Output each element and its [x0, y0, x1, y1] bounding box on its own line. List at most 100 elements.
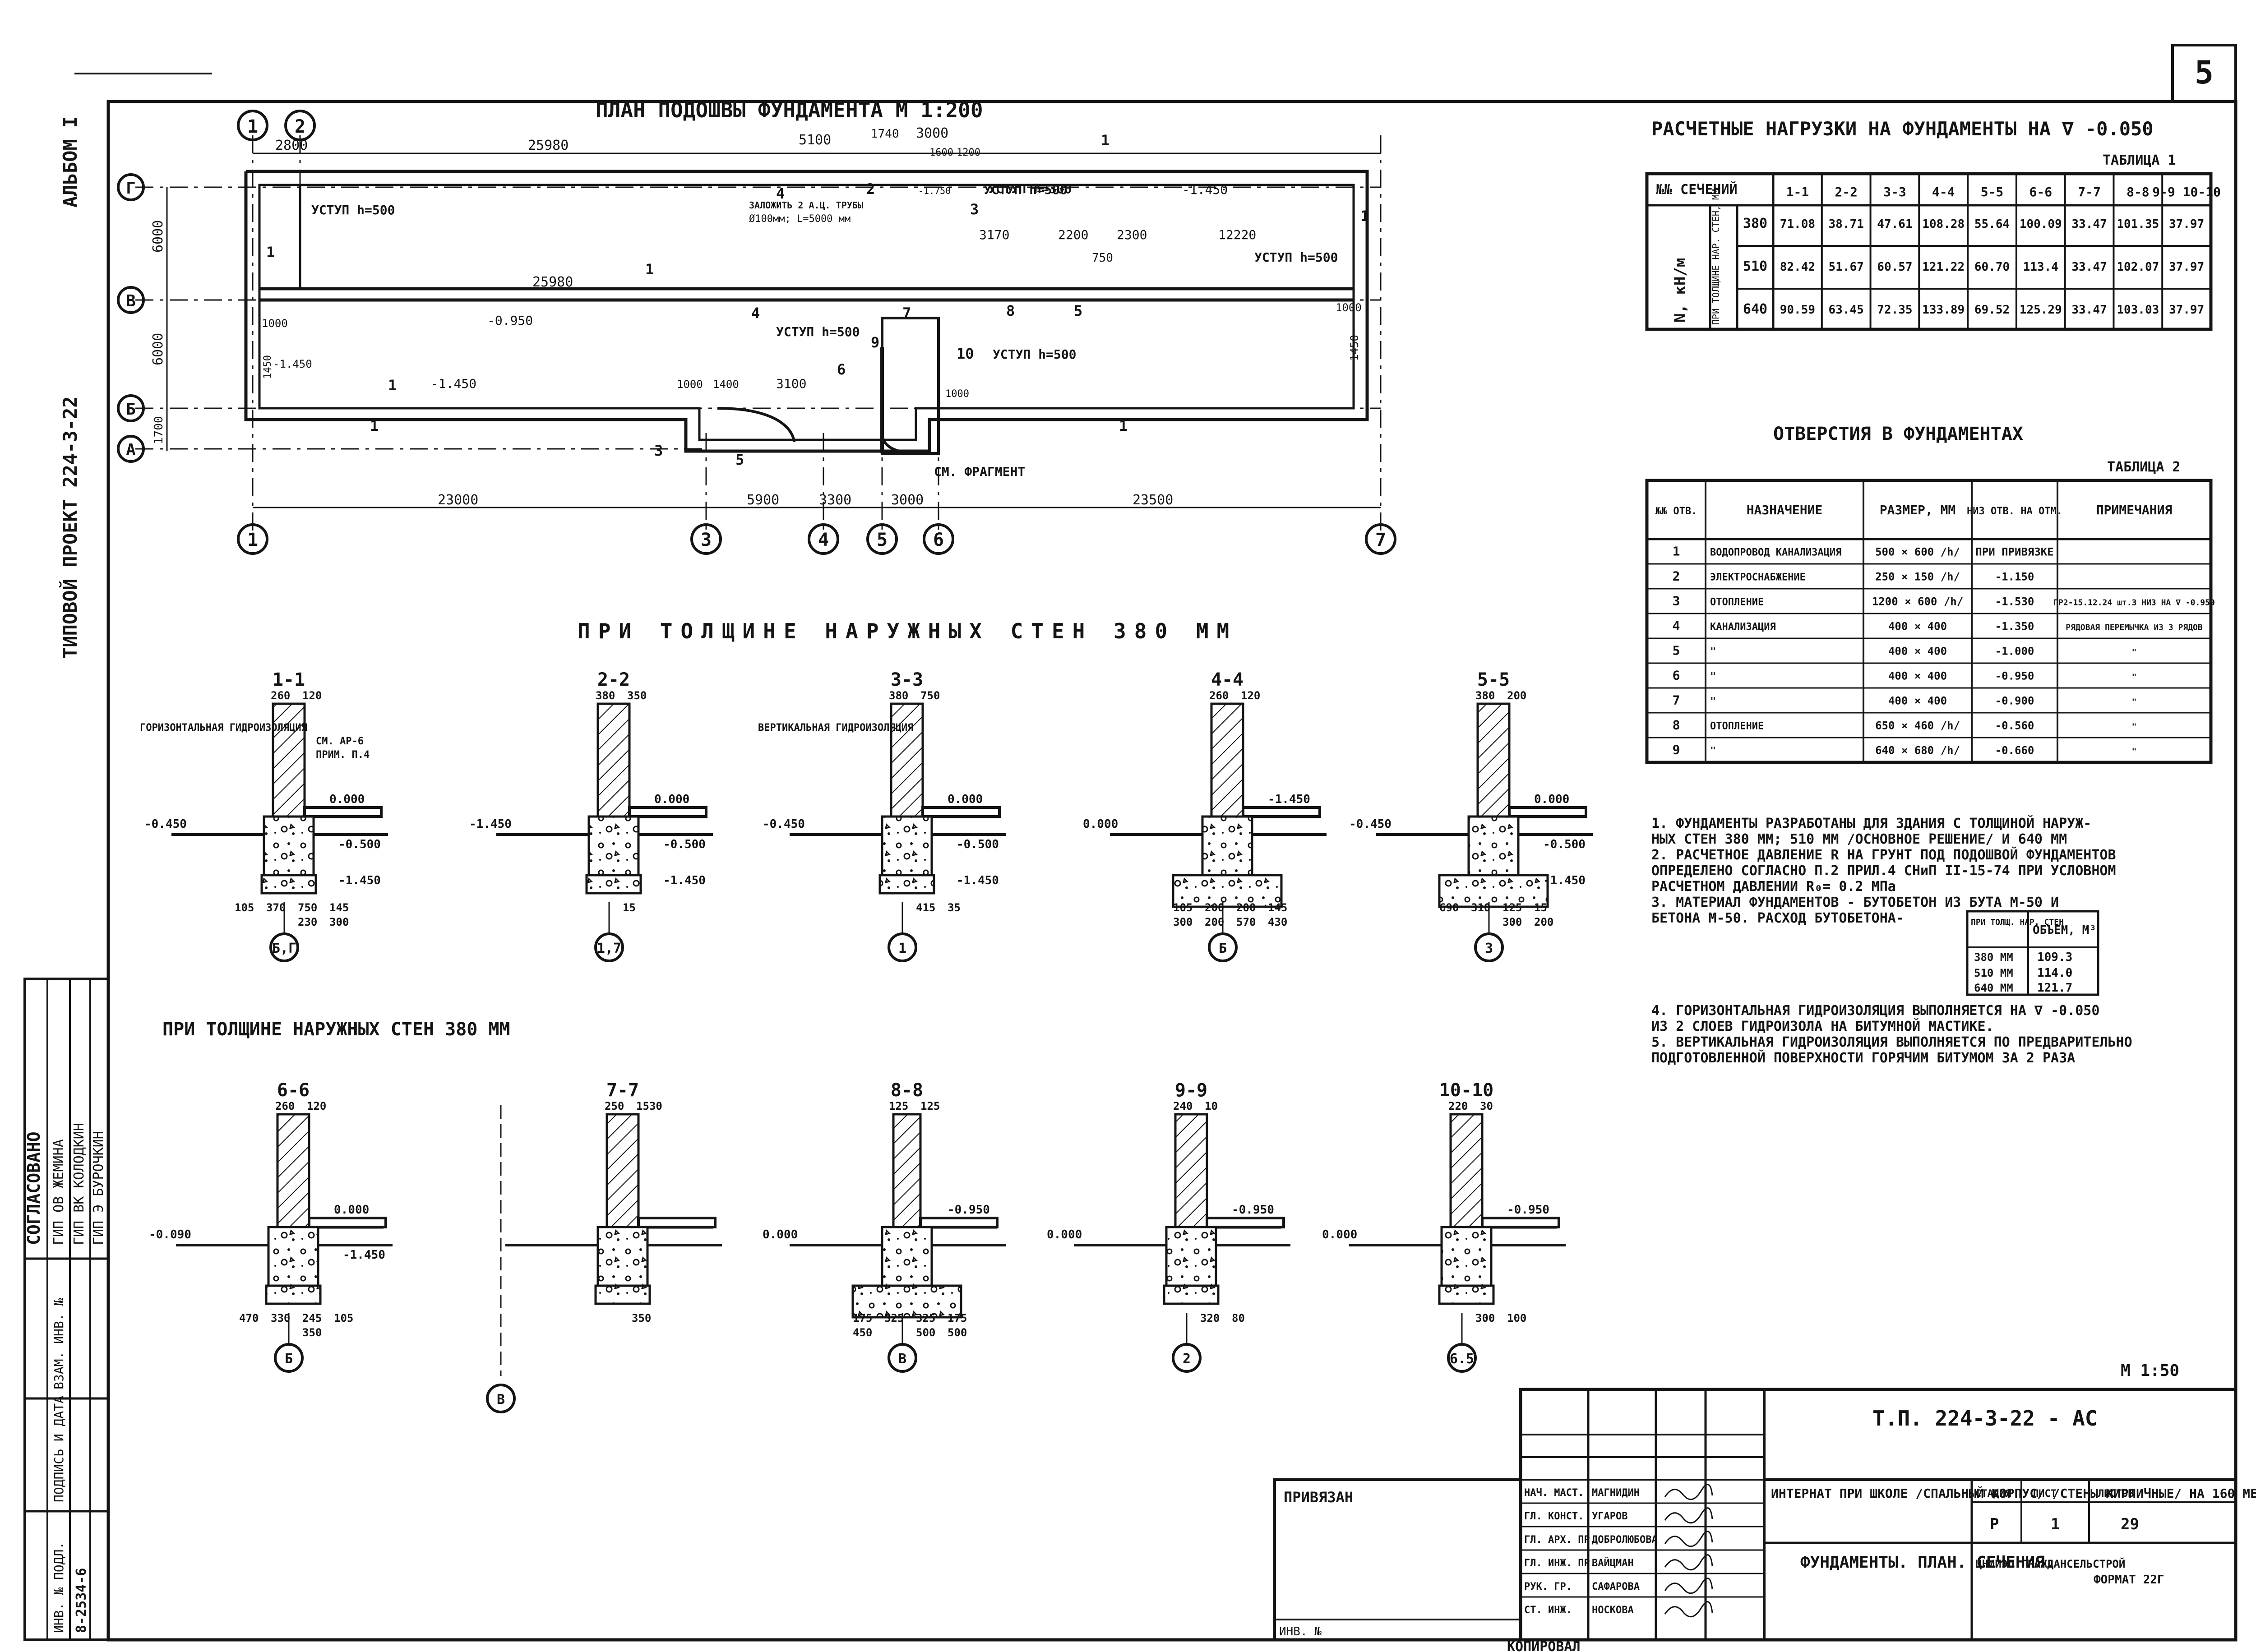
- section-level-1-1-2: -0.500: [338, 838, 381, 851]
- table1-cell-0-7: 101.35: [2117, 217, 2159, 231]
- table1-cell-1-7: 102.07: [2117, 260, 2159, 274]
- section-axis-6-6: Б: [285, 1351, 293, 1367]
- section-dim-4-4-4: 105: [1173, 901, 1193, 914]
- sec-mark-2: 2: [866, 180, 875, 198]
- table1-cell-0-2: 47.61: [1877, 217, 1912, 231]
- axis-lines: [135, 135, 1382, 532]
- section-dim-4-4-1: 120: [1241, 689, 1260, 702]
- section-dim-1-1-6: 230: [298, 916, 317, 928]
- list-value: 1: [2051, 1515, 2060, 1533]
- table2-cell-4-1: ": [1710, 646, 1716, 658]
- sec-mark-6: 6: [837, 361, 846, 378]
- table1-cell-1-5: 113.4: [2023, 260, 2058, 274]
- table2-head-3: НИЗ ОТВ. НА ОТМ.: [1967, 506, 2062, 517]
- floor-slab-8-8: [919, 1217, 999, 1228]
- table1-rowsub: ПРИ ТОЛЩИНЕ НАР. СТЕН, ММ: [1710, 189, 1721, 325]
- section-dim-4-4-3: 145: [1268, 901, 1287, 914]
- table2-cell-2-3: -1.530: [1995, 595, 2034, 608]
- dim-inner-750: 750: [1092, 251, 1113, 265]
- dim-top-5100: 5100: [799, 132, 831, 148]
- section-dim-3-3-3: 35: [948, 901, 961, 914]
- section-dim-2-2-0: 380: [596, 689, 615, 702]
- wall-1-1: [272, 702, 306, 818]
- table2-cell-2-1: ОТОПЛЕНИЕ: [1710, 597, 1764, 608]
- section-dim-4-4-2: 200: [1236, 901, 1256, 914]
- signatory-role-3: ГЛ. ИНЖ. ПР.: [1524, 1558, 1596, 1569]
- section-dim-1-1-7: 300: [329, 916, 349, 928]
- table2-cell-8-1: ": [1710, 746, 1716, 757]
- note-line-9: ИЗ 2 СЛОЕВ ГИДРОИЗОЛА НА БИТУМНОЙ МАСТИК…: [1651, 1018, 1994, 1034]
- dim-left-6000b: 6000: [150, 333, 166, 365]
- table1-cell-2-2: 72.35: [1877, 303, 1912, 317]
- table1-col-3: 4-4: [1932, 185, 1955, 199]
- sec-mark-1c: 1: [266, 244, 275, 261]
- sec-mark-5b: 5: [735, 451, 744, 468]
- section-level-5-5-0: -0.450: [1349, 817, 1392, 831]
- section-dim-10-10-3: 100: [1507, 1312, 1526, 1324]
- section-level-2-2-3: -1.450: [663, 874, 706, 887]
- table1-cell-0-8: 37.97: [2169, 217, 2204, 231]
- foundation-7-7: [596, 1226, 649, 1287]
- footing-3-3: [878, 874, 935, 895]
- table1-cell-2-3: 133.89: [1922, 303, 1965, 317]
- signatory-name-3: ВАЙЦМАН: [1592, 1557, 1634, 1569]
- section-dim-3-3-2: 415: [916, 901, 935, 914]
- axis-bottom-4: 4: [818, 530, 829, 550]
- section-dim-7-7-2: 350: [632, 1312, 651, 1324]
- floor-slab-4-4: [1242, 806, 1321, 818]
- footing-6-6: [265, 1284, 322, 1305]
- axis-left-v: В: [126, 292, 136, 310]
- stage-head: СТАДИЯ: [1975, 1488, 2011, 1500]
- level-1450-b: -1.450: [431, 376, 476, 391]
- table1-label: ТАБЛИЦА 1: [2103, 152, 2176, 168]
- volume-head-volume: ОБЪЕМ, М³: [2033, 923, 2096, 937]
- dim-inner-1450a: 1450: [262, 355, 273, 379]
- wall-10-10: [1449, 1113, 1484, 1228]
- table1-cell-0-1: 38.71: [1829, 217, 1864, 231]
- section-dim-8-8-2: 325: [916, 1312, 935, 1324]
- section-title-8-8: 8-8: [891, 1080, 923, 1101]
- note-line-10: 5. ВЕРТИКАЛЬНАЯ ГИДРОИЗОЛЯЦИЯ ВЫПОЛНЯЕТС…: [1651, 1034, 2132, 1050]
- note-line-8: 4. ГОРИЗОНТАЛЬНАЯ ГИДРОИЗОЛЯЦИЯ ВЫПОЛНЯЕ…: [1651, 1003, 2099, 1019]
- table1-cell-2-0: 90.59: [1780, 303, 1815, 317]
- section-dim-5-5-0: 380: [1475, 689, 1495, 702]
- approvals-title: СОГЛАСОВАНО: [24, 1131, 44, 1245]
- sec-mark-1g: 1: [1119, 417, 1128, 434]
- section-dim-7-7-0: 250: [605, 1100, 624, 1112]
- section-dim-10-10-0: 220: [1448, 1100, 1468, 1112]
- axis-bottom-5: 5: [877, 530, 888, 550]
- table2-cell-3-0: 4: [1673, 618, 1680, 633]
- dim-inner-1000d: 1000: [945, 388, 969, 400]
- signatory-role-2: ГЛ. АРХ. ПР.: [1524, 1534, 1596, 1546]
- section-dim-8-8-4: 175: [853, 1312, 872, 1324]
- table2-cell-2-4: ПР2-15.12.24 шт.3 НИЗ НА ∇ -0.950: [2053, 598, 2215, 608]
- table1-col-7: 8-8: [2127, 185, 2150, 199]
- note-line-2: НЫХ СТЕН 380 ММ; 510 ММ /ОСНОВНОЕ РЕШЕНИ…: [1651, 831, 2067, 847]
- volume-head-wall: ПРИ ТОЛЩ. НАР. СТЕН: [1971, 918, 2064, 927]
- table2-cell-0-0: 1: [1673, 544, 1680, 559]
- signatory-name-4: САФАРОВА: [1592, 1581, 1640, 1592]
- dim-inner-1000a: 1000: [1336, 301, 1362, 314]
- sec-mark-1d: 1: [388, 377, 397, 394]
- section-level-8-8-0: 0.000: [763, 1228, 798, 1241]
- table2-cell-7-0: 8: [1673, 718, 1680, 733]
- table1-col-0: 1-1: [1786, 185, 1809, 199]
- dim-top-1200: 1200: [957, 147, 980, 158]
- table2-cell-4-3: -1.000: [1995, 645, 2034, 658]
- signatory-name-5: НОСКОВА: [1592, 1605, 1634, 1616]
- replace-inv-label: ВЗАМ. ИНВ. №: [51, 1298, 66, 1389]
- table1-col-8: 9-9 10-10: [2152, 185, 2221, 199]
- table2-cell-3-3: -1.350: [1995, 620, 2034, 633]
- table2-cell-5-1: ": [1710, 671, 1716, 683]
- dim-inner-1450b: 1450: [1348, 335, 1361, 361]
- section-level-3-3-0: -0.450: [763, 817, 805, 831]
- table2-head-0: №№ ОТВ.: [1655, 506, 1697, 517]
- section-level-10-10-0: 0.000: [1322, 1228, 1357, 1241]
- table2-cell-6-1: ": [1710, 696, 1716, 707]
- section-level-1-1-1: 0.000: [329, 793, 365, 806]
- section-dim-4-4-8: 300: [1173, 916, 1193, 928]
- section-dim-6-6-0: 260: [275, 1100, 295, 1112]
